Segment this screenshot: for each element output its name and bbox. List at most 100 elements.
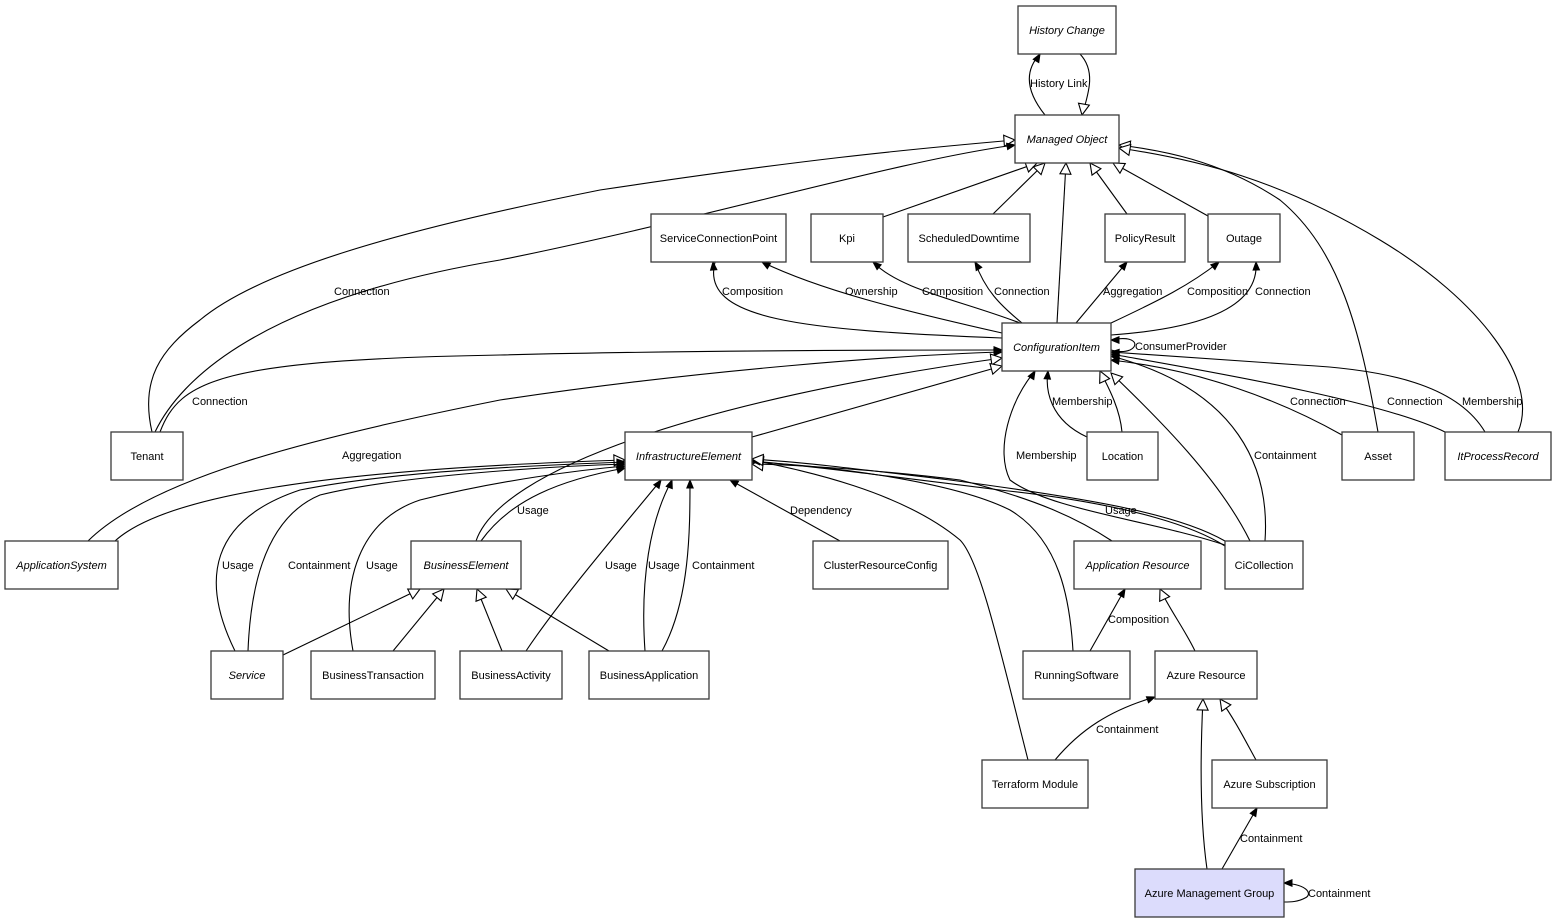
class-node-managed-object[interactable]: Managed Object — [1014, 114, 1120, 164]
edge-inheritance — [392, 588, 445, 652]
class-name: ApplicationSystem — [15, 560, 107, 572]
edge-label: History Link — [1030, 78, 1088, 90]
class-box — [1014, 114, 1120, 164]
class-node-application-resource[interactable]: Application Resource — [1073, 540, 1202, 590]
inheritance-arrowhead-icon — [1159, 587, 1171, 603]
association-arrowhead-icon — [1249, 806, 1258, 818]
association-arrowhead-icon — [993, 348, 1004, 357]
edge-inheritance — [282, 588, 422, 656]
edge-label: Usage — [366, 560, 398, 572]
edge-line — [505, 588, 610, 652]
edge-label: Connection — [994, 286, 1050, 298]
class-node-application-system[interactable]: ApplicationSystem — [4, 540, 119, 590]
edge-association — [1110, 260, 1261, 336]
edge-line — [1110, 261, 1220, 324]
class-node-azure-subscription[interactable]: Azure Subscription — [1211, 759, 1328, 809]
class-node-policy-result[interactable]: PolicyResult — [1104, 213, 1186, 263]
association-arrowhead-icon — [1005, 142, 1017, 151]
class-box — [1001, 322, 1112, 372]
class-node-business-element[interactable]: BusinessElement — [410, 540, 522, 590]
class-node-tenant[interactable]: Tenant — [110, 431, 184, 481]
class-node-business-transaction[interactable]: BusinessTransaction — [310, 650, 436, 700]
association-arrowhead-icon — [1145, 696, 1157, 704]
edge-inheritance — [750, 458, 1113, 542]
class-name: Azure Management Group — [1145, 888, 1275, 900]
edge-line — [1003, 370, 1226, 546]
edge-line — [661, 479, 691, 652]
edge-label: Connection — [192, 396, 248, 408]
association-arrowhead-icon — [1109, 348, 1120, 357]
edge-label: Membership — [1052, 396, 1113, 408]
edge-association — [1282, 879, 1309, 903]
edge-inheritance — [1099, 369, 1123, 433]
edge-line — [751, 460, 1226, 547]
edge-line — [348, 465, 626, 652]
edge-association — [1110, 261, 1221, 324]
edge-inheritance — [1159, 587, 1196, 652]
edge-label: Membership — [1016, 450, 1077, 462]
class-node-outage[interactable]: Outage — [1207, 213, 1281, 263]
class-box — [410, 540, 522, 590]
association-arrowhead-icon — [1252, 260, 1261, 271]
class-node-history-change[interactable]: History Change — [1017, 5, 1117, 55]
edge-inheritance — [750, 453, 1226, 542]
class-node-asset[interactable]: Asset — [1341, 431, 1415, 481]
class-name: BusinessElement — [424, 560, 510, 572]
edge-line — [1283, 882, 1309, 903]
association-arrowhead-icon — [652, 478, 662, 490]
edge-label: ConsumerProvider — [1135, 341, 1227, 353]
class-node-terraform-module[interactable]: Terraform Module — [981, 759, 1089, 809]
class-name: Tenant — [130, 451, 163, 463]
inheritance-arrowhead-icon — [1110, 372, 1124, 386]
edge-line — [729, 479, 841, 542]
class-node-scheduled-downtime[interactable]: ScheduledDowntime — [907, 213, 1031, 263]
edge-association — [1089, 587, 1126, 652]
class-node-infrastructure-element[interactable]: InfrastructureElement — [624, 431, 753, 481]
class-box — [1154, 650, 1258, 700]
class-box — [459, 650, 563, 700]
edge-line — [87, 351, 1003, 542]
edge-association — [480, 466, 627, 542]
edge-label: Usage — [648, 560, 680, 572]
class-node-service-connection-point[interactable]: ServiceConnectionPoint — [650, 213, 787, 263]
class-node-configuration-item[interactable]: ConfigurationItem — [1001, 322, 1112, 372]
edge-line — [872, 261, 1021, 324]
edge-association — [974, 260, 1023, 324]
class-node-business-application[interactable]: BusinessApplication — [588, 650, 710, 700]
edge-label: Containment — [1096, 724, 1158, 736]
edge-line — [1118, 144, 1379, 433]
edge-label: Composition — [722, 286, 783, 298]
class-node-azure-resource[interactable]: Azure Resource — [1154, 650, 1258, 700]
association-arrowhead-icon — [1209, 261, 1221, 271]
class-box — [588, 650, 710, 700]
class-node-kpi[interactable]: Kpi — [810, 213, 884, 263]
class-node-cluster-resource-config[interactable]: ClusterResourceConfig — [812, 540, 949, 590]
edge-line — [1200, 698, 1208, 870]
class-box — [650, 213, 787, 263]
class-name: Managed Object — [1027, 134, 1109, 146]
class-node-location[interactable]: Location — [1086, 431, 1159, 481]
inheritance-arrowhead-icon — [750, 453, 765, 467]
class-box — [1086, 431, 1159, 481]
class-node-running-software[interactable]: RunningSoftware — [1022, 650, 1131, 700]
edge-label: Aggregation — [342, 450, 401, 462]
class-name: Kpi — [839, 233, 855, 245]
class-node-it-process-record[interactable]: ItProcessRecord — [1444, 431, 1552, 481]
edge-line — [1110, 359, 1343, 436]
class-node-azure-management-group[interactable]: Azure Management Group — [1134, 868, 1285, 918]
class-node-service[interactable]: Service — [210, 650, 284, 700]
edge-line — [392, 588, 445, 652]
class-name: PolicyResult — [1115, 233, 1176, 245]
edge-association — [154, 142, 1017, 433]
edge-label: Dependency — [790, 505, 852, 517]
class-node-ci-collection[interactable]: CiCollection — [1224, 540, 1304, 590]
class-box — [1104, 213, 1186, 263]
edge-association — [87, 348, 1004, 542]
edge-line — [480, 467, 626, 542]
class-name: BusinessActivity — [471, 670, 551, 682]
class-box — [812, 540, 949, 590]
class-box — [981, 759, 1089, 809]
class-name: ItProcessRecord — [1457, 451, 1539, 463]
class-node-business-activity[interactable]: BusinessActivity — [459, 650, 563, 700]
